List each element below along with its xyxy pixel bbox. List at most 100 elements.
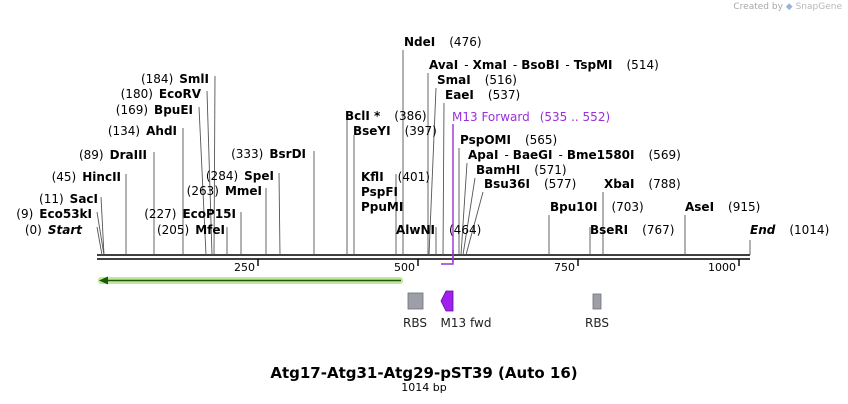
site-separator: - xyxy=(565,58,569,72)
site-position: (535 .. 552) xyxy=(540,110,610,124)
site-name: SmlI xyxy=(179,72,209,86)
feature-box xyxy=(592,293,602,310)
site-connector xyxy=(465,191,484,256)
site-label-bsu36i[interactable]: Bsu36I (577) xyxy=(484,177,576,191)
snapgene-logo-icon: ◆ xyxy=(785,2,793,12)
site-position: (205) xyxy=(157,223,189,237)
site-label-bpuei[interactable]: (169)BpuEI xyxy=(116,103,193,117)
site-label-pspomi[interactable]: PspOMI(565) xyxy=(460,133,557,147)
site-label-start[interactable]: (0)Start xyxy=(25,223,83,237)
ruler-tick-label: 500 xyxy=(394,261,415,274)
site-label-saci[interactable]: (11)SacI xyxy=(39,192,98,206)
site-name: AhdI xyxy=(146,124,177,138)
site-position: (284) xyxy=(206,169,238,183)
site-label-hincii[interactable]: (45)HincII xyxy=(52,170,121,184)
site-label-bseri[interactable]: BseRI(767) xyxy=(590,223,674,237)
site-connector xyxy=(198,106,207,256)
site-position: (577) xyxy=(544,177,576,191)
site-name: Eco53kI xyxy=(39,207,92,221)
site-label-xbai[interactable]: XbaI(788) xyxy=(604,177,681,191)
site-position: (0) xyxy=(25,223,42,237)
site-label-ndei[interactable]: NdeI(476) xyxy=(404,35,482,49)
site-label-avai[interactable]: AvaI-XmaI-BsoBI-TspMI(514) xyxy=(429,58,659,72)
site-label-eaei[interactable]: EaeI (537) xyxy=(445,88,520,102)
site-position: (134) xyxy=(108,124,140,138)
site-position: (703) xyxy=(611,200,643,214)
site-connector xyxy=(278,172,281,256)
site-connector xyxy=(100,196,105,256)
site-label-ppumi[interactable]: PpuMI xyxy=(361,200,403,214)
site-name: DraIII xyxy=(110,148,147,162)
site-position: (788) xyxy=(648,177,680,191)
site-name: AlwNI xyxy=(396,223,435,237)
site-position: (915) xyxy=(728,200,760,214)
site-position: (537) xyxy=(488,88,520,102)
site-name: Bsu36I xyxy=(484,177,530,191)
site-name-extra: XmaI xyxy=(473,58,507,72)
site-label-mmei[interactable]: (263)MmeI xyxy=(187,184,262,198)
site-label-ahdi[interactable]: (134) AhdI xyxy=(108,124,177,138)
orf-arrow xyxy=(98,276,403,285)
feature-box xyxy=(407,292,424,310)
site-label-draiii[interactable]: (89)DraIII xyxy=(79,148,147,162)
backbone xyxy=(97,254,750,260)
site-position: (569) xyxy=(649,148,681,162)
site-label-m13fwd_site[interactable]: M13 Forward (535 .. 552) xyxy=(452,110,610,124)
site-label-alwni[interactable]: AlwNI (464) xyxy=(396,223,481,237)
site-position: (401) xyxy=(398,170,430,184)
site-name-extra: TspMI xyxy=(574,58,613,72)
site-label-apai[interactable]: ApaI-BaeGI-Bme1580I(569) xyxy=(468,148,681,162)
site-position: (227) xyxy=(144,207,176,221)
site-label-mfei[interactable]: (205) MfeI xyxy=(157,223,225,237)
site-position: (184) xyxy=(141,72,173,86)
site-label-asei[interactable]: AseI(915) xyxy=(685,200,760,214)
orf-arrowhead-icon xyxy=(99,276,108,285)
site-name: SmaI xyxy=(437,73,471,87)
site-label-smai[interactable]: SmaI (516) xyxy=(437,73,517,87)
primer-m13-forward[interactable] xyxy=(441,124,454,265)
feature-rbs2[interactable]: RBS xyxy=(585,293,609,330)
site-name: EaeI xyxy=(445,88,474,102)
site-name: NdeI xyxy=(404,35,435,49)
site-label-smli[interactable]: (184) SmlI xyxy=(141,72,209,86)
features: RBS M13 fwd RBS xyxy=(403,290,609,330)
site-label-bcli[interactable]: BclI *(386) xyxy=(345,109,427,123)
site-label-spei[interactable]: (284)SpeI xyxy=(206,169,274,183)
site-connectors xyxy=(96,50,751,265)
site-label-kfli[interactable]: KflI(401) xyxy=(361,170,430,184)
site-label-pspfi[interactable]: PspFI xyxy=(361,185,398,199)
site-label-ecorv[interactable]: (180)EcoRV xyxy=(121,87,202,101)
site-label-bpu10i[interactable]: Bpu10I(703) xyxy=(550,200,644,214)
site-connector xyxy=(460,162,468,256)
site-name: M13 Forward xyxy=(452,110,530,124)
feature-m13[interactable]: M13 fwd xyxy=(440,290,492,330)
feature-arrow-icon xyxy=(440,290,454,312)
site-label-ecop15i[interactable]: (227)EcoP15I xyxy=(144,207,236,221)
site-name: HincII xyxy=(82,170,121,184)
site-label-end[interactable]: End(1014) xyxy=(750,223,829,237)
site-separator: - xyxy=(559,148,563,162)
credit-prefix: Created by xyxy=(733,2,783,12)
site-label-bseyi[interactable]: BseYI(397) xyxy=(353,124,437,138)
site-name: BseYI xyxy=(353,124,391,138)
site-connector xyxy=(442,102,445,256)
site-name-extra: BaeGI xyxy=(513,148,553,162)
site-name: BseRI xyxy=(590,223,628,237)
site-name-extra: BsoBI xyxy=(521,58,559,72)
site-connector xyxy=(96,226,103,256)
site-label-bamhi[interactable]: BamHI(571) xyxy=(476,163,567,177)
feature-rbs1[interactable]: RBS xyxy=(403,292,427,330)
site-label-eco53ki[interactable]: (9)Eco53kI xyxy=(16,207,92,221)
site-name: MfeI xyxy=(195,223,225,237)
site-separator: - xyxy=(504,148,508,162)
site-name: MmeI xyxy=(225,184,262,198)
site-position: (464) xyxy=(449,223,481,237)
credit-brand: SnapGene xyxy=(795,2,842,12)
site-position: (571) xyxy=(534,163,566,177)
site-position: (516) xyxy=(485,73,517,87)
site-connector xyxy=(213,75,216,256)
map-subtitle: 1014 bp xyxy=(401,381,447,394)
site-label-bsrdi[interactable]: (333)BsrDI xyxy=(231,147,306,161)
